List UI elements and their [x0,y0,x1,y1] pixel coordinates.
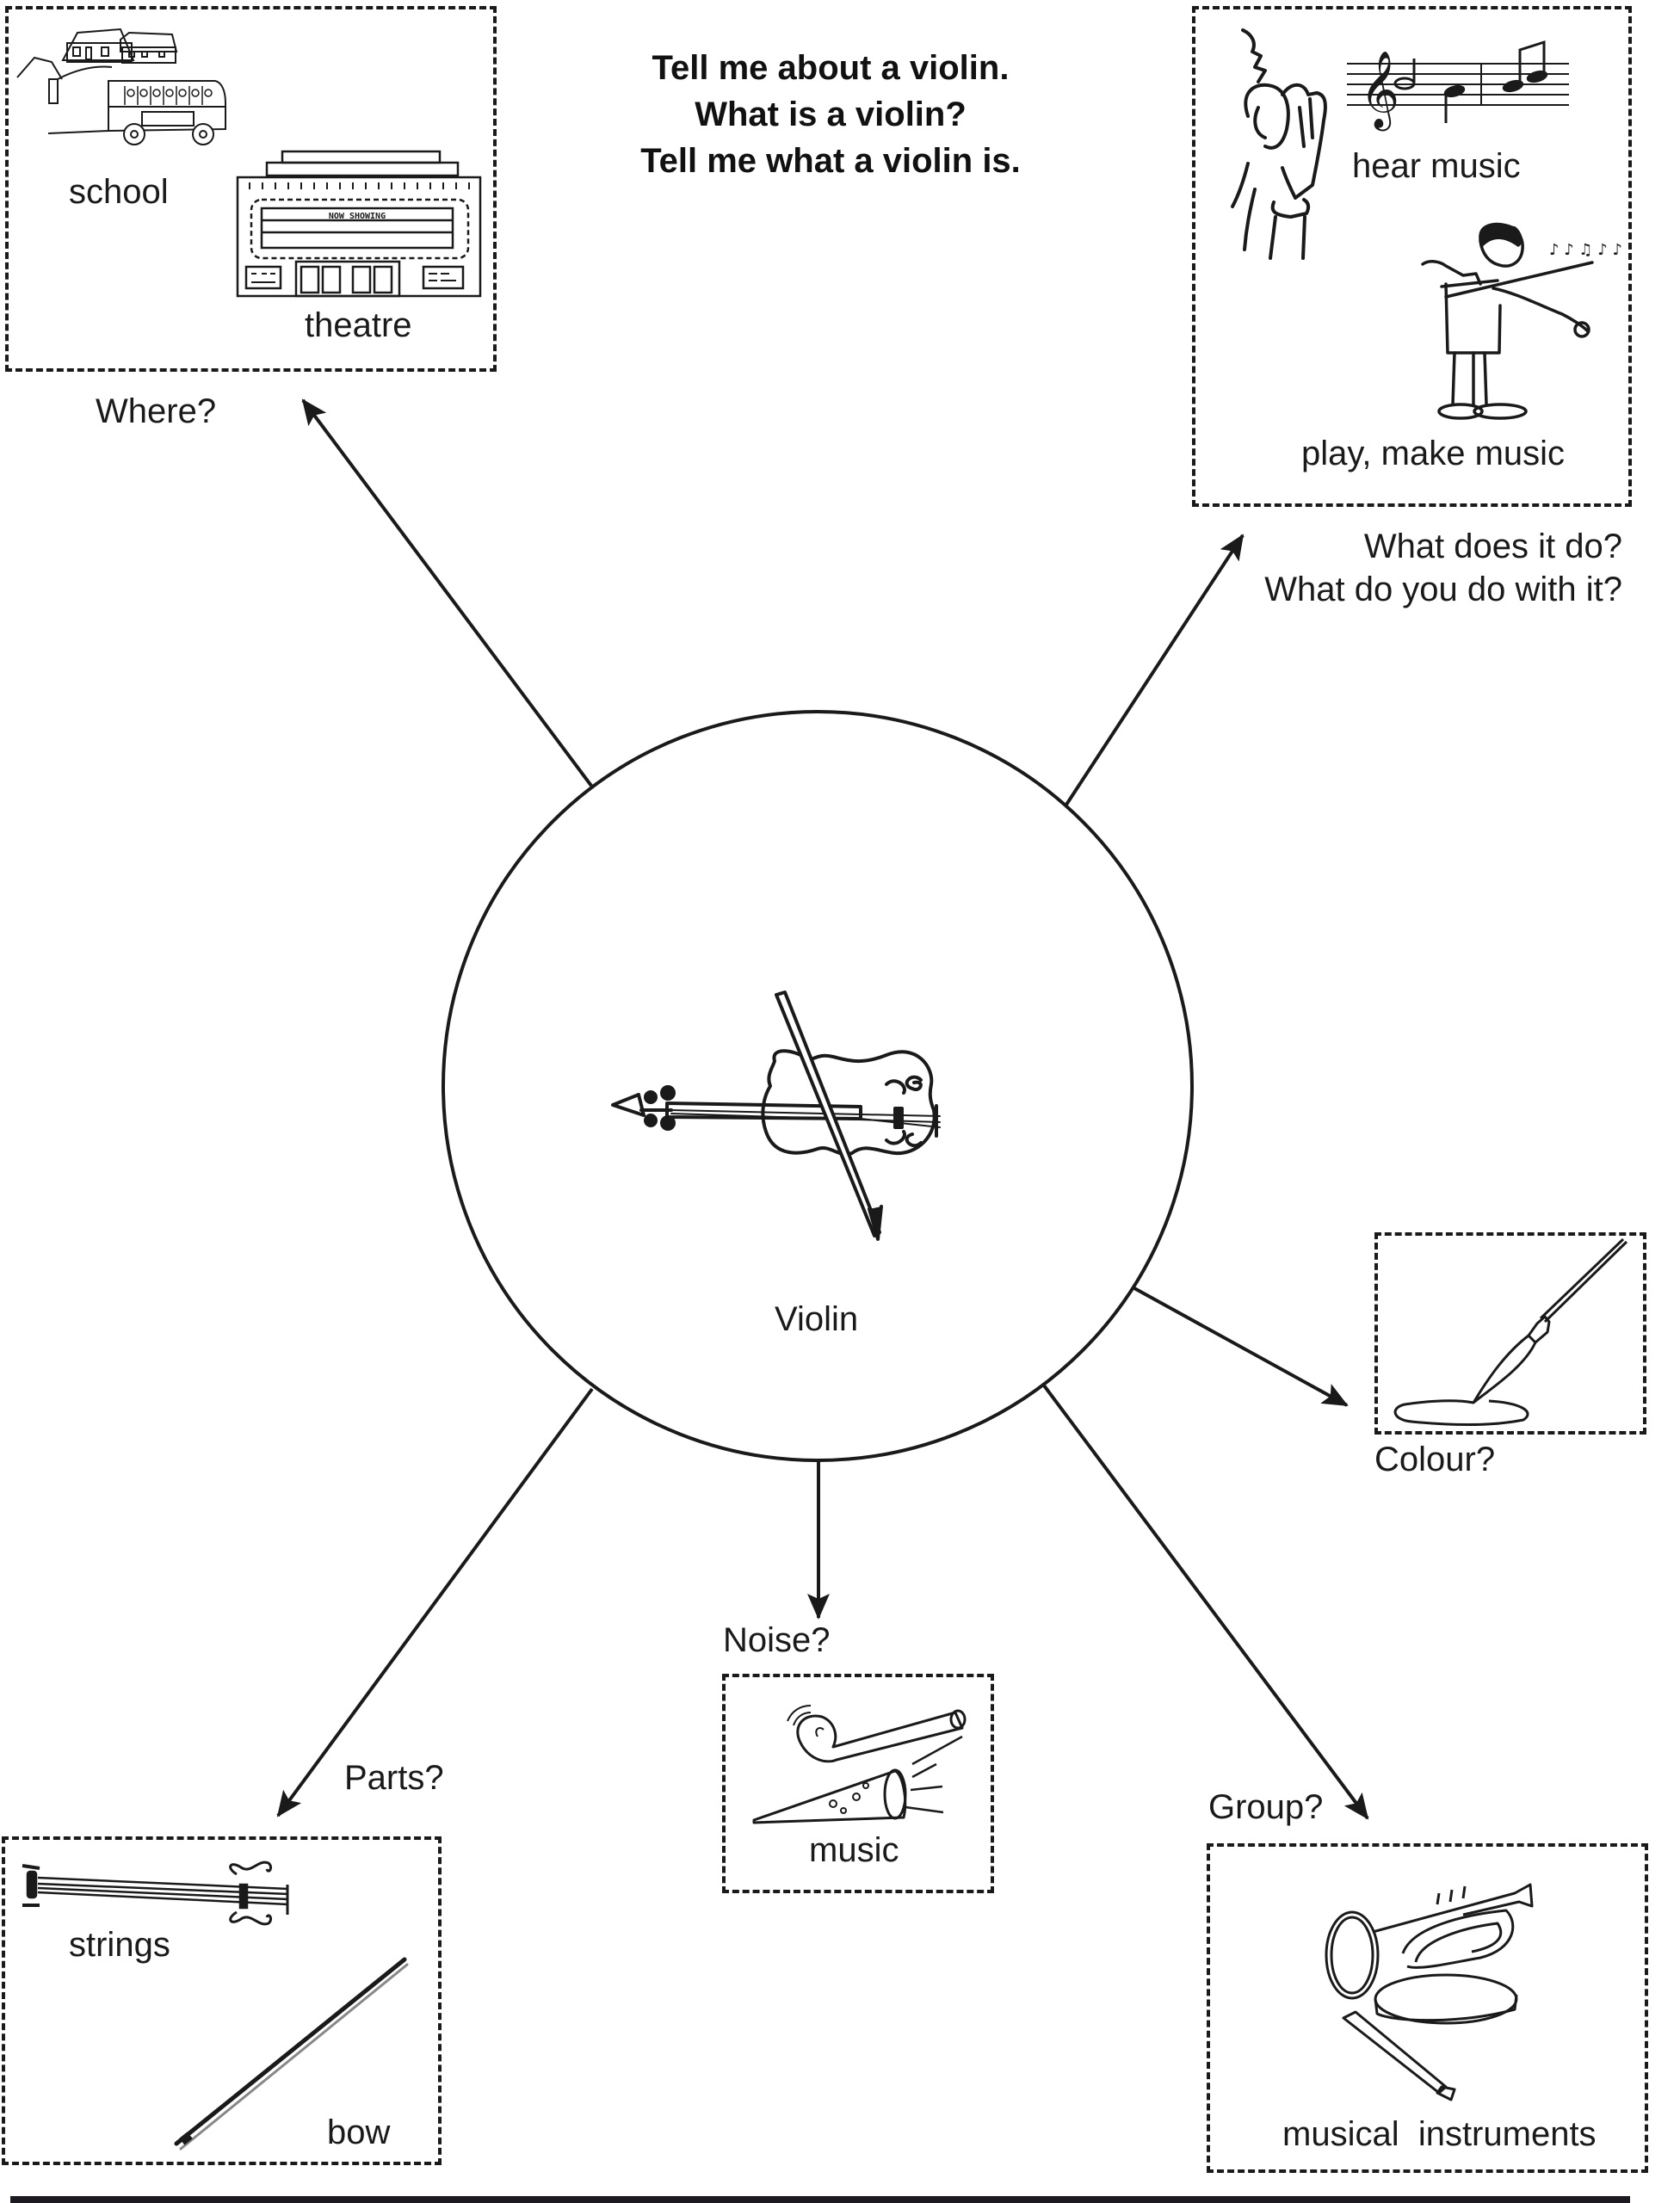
parts-question: Parts? [344,1759,444,1797]
theatre-label: theatre [305,306,412,344]
boy-playing-violin-icon: ♪ ♪ ♫ ♪ ♪ [1421,222,1622,420]
violin-strings-icon [22,1861,289,1926]
school-label: school [69,173,169,211]
strings-label: strings [69,1926,170,1964]
bow-label: bow [327,2114,391,2151]
parts-box [2,1836,442,2165]
colour-box [1374,1232,1646,1435]
party-horn-icon [752,1705,967,1824]
hear-music-label: hear music [1352,147,1521,185]
now-showing-sign: NOW SHOWING [329,212,386,221]
title-line-3: Tell me what a violin is. [640,142,1021,180]
theatre-building-icon: NOW SHOWING [236,150,482,298]
title-line-2: What is a violin? [695,96,967,133]
group-box [1207,1843,1648,2173]
arrow-where [301,398,593,787]
music-notes-staff-icon: 𝄞 [1347,40,1569,132]
school-bus-icon [16,28,226,145]
instruments-label: musical instruments [1282,2115,1597,2153]
function-question-2: What do you do with it? [1264,571,1622,608]
group-question: Group? [1208,1788,1324,1826]
paintbrush-icon [1393,1237,1628,1426]
bottom-rule [10,2196,1630,2203]
function-question-1: What does it do? [1363,528,1622,565]
function-box [1192,6,1632,507]
noise-music-label: music [809,1831,899,1869]
noise-question: Noise? [723,1621,831,1659]
colour-question: Colour? [1374,1441,1496,1478]
arrow-colour [1133,1287,1349,1407]
where-box [5,6,497,372]
svg-text:𝄞: 𝄞 [1360,51,1399,132]
arrow-function [1065,534,1245,806]
where-question: Where? [96,392,217,430]
play-music-label: play, make music [1301,435,1566,472]
page-title: Tell me about a violin. What is a violin… [602,45,1059,184]
arrow-parts [276,1387,594,1817]
violin-icon [611,990,941,1241]
ear-listening-icon [1231,28,1327,260]
title-line-1: Tell me about a violin. [652,49,1010,87]
svg-text:♪ ♪ ♫ ♪ ♪: ♪ ♪ ♫ ♪ ♪ [1549,241,1622,259]
noise-box [722,1674,994,1893]
instruments-icon [1325,1883,1534,2101]
center-label: Violin [775,1300,859,1338]
arrow-group [1042,1384,1369,1820]
bow-icon [174,1957,409,2151]
